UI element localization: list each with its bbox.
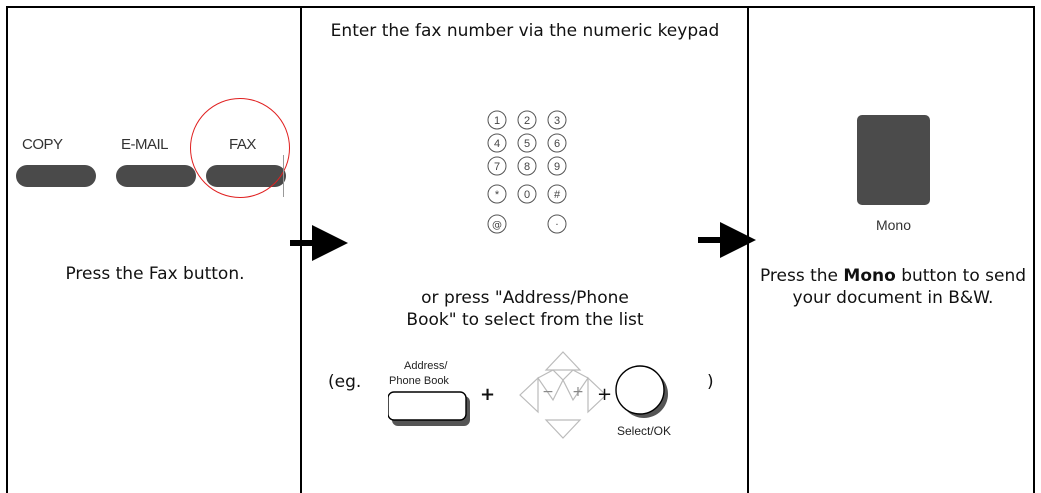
step2-title: Enter the fax number via the numeric key… [330, 21, 720, 41]
nav-plus-icon: + [572, 384, 584, 400]
address-label-line1: Address/ [404, 360, 448, 372]
key-0: 0 [524, 189, 530, 201]
alt-text-line2: Book" to select from the list [406, 310, 644, 330]
nav-right-icon [587, 376, 607, 414]
example-close: ) [707, 372, 714, 392]
numeric-keypad: 1 2 3 4 5 6 7 8 9 * 0 # @ · [487, 110, 567, 234]
key-hash: # [554, 189, 561, 201]
nav-down-icon [544, 419, 582, 439]
nav-minus-icon: − [542, 384, 554, 400]
key-1: 1 [494, 115, 500, 127]
mono-button-label: Mono [875, 217, 912, 233]
mono-button[interactable] [857, 115, 930, 205]
example-open: (eg. [328, 372, 362, 392]
svg-text:@: @ [492, 220, 502, 231]
hook-key-icon: · [555, 220, 558, 231]
step3-caption-post: button to send your document in B&W. [792, 266, 1027, 308]
select-ok-label: Select/OK [617, 424, 672, 438]
fax-highlight-circle [190, 98, 290, 198]
example-plus-1: + [480, 384, 496, 405]
step3-caption-pre: Press the [759, 266, 844, 286]
address-label-line2: Phone Book [389, 375, 449, 387]
step1-caption: Press the Fax button. [65, 264, 245, 284]
nav-up-icon [544, 351, 582, 371]
redial-key-icon: @ [492, 220, 502, 231]
email-button[interactable] [116, 165, 196, 187]
email-button-label: E-MAIL [121, 136, 169, 153]
select-ok-button[interactable] [612, 362, 672, 422]
key-4: 4 [494, 138, 500, 150]
alt-text-line1: or press "Address/Phone [421, 288, 629, 308]
key-9: 9 [554, 161, 560, 173]
navigation-pad[interactable]: − + [518, 350, 608, 440]
nav-left-icon [519, 376, 539, 414]
column-divider-1 [300, 6, 302, 493]
instruction-table [6, 6, 1035, 493]
copy-button-label: COPY [22, 136, 63, 153]
key-8: 8 [524, 161, 530, 173]
step2-alt-text: or press "Address/Phone Book" to select … [310, 287, 740, 331]
key-star: * [495, 189, 500, 201]
separator-tick [283, 155, 284, 197]
key-2: 2 [524, 115, 530, 127]
address-book-button[interactable] [388, 390, 474, 430]
key-3: 3 [554, 115, 560, 127]
arrow-right-icon [698, 222, 756, 258]
key-7: 7 [494, 161, 500, 173]
svg-text:·: · [555, 220, 558, 231]
arrow-right-icon [290, 225, 348, 261]
keypad-rows [487, 110, 567, 234]
step3-caption: Press the Mono button to send your docum… [755, 265, 1031, 309]
key-6: 6 [554, 138, 560, 150]
column-divider-2 [747, 6, 749, 493]
step3-caption-bold: Mono [843, 266, 896, 286]
key-5: 5 [524, 138, 530, 150]
copy-button[interactable] [16, 165, 96, 187]
example-plus-2: + [597, 384, 613, 405]
